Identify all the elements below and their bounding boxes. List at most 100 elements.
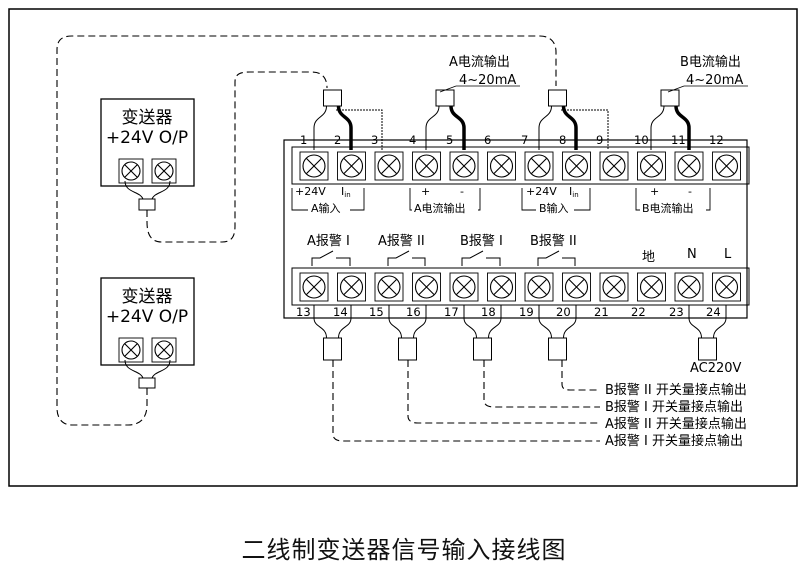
screw-head bbox=[564, 275, 589, 299]
screw-head bbox=[489, 154, 514, 178]
top-terminal-numbers: 1 2 3 4 5 6 7 8 9 10 11 12 bbox=[300, 133, 724, 147]
terminal-number: 14 bbox=[333, 305, 348, 319]
wire-a-alarm2 bbox=[407, 360, 600, 424]
screw-cross bbox=[418, 158, 435, 174]
alarm-label: B报警 I bbox=[460, 233, 503, 249]
bottom-screws bbox=[299, 272, 741, 302]
alarm-labels: A报警 I A报警 II B报警 I B报警 II 地 N L bbox=[307, 233, 732, 265]
screw-head bbox=[121, 161, 141, 181]
transmitter-title: 变送器 bbox=[122, 108, 173, 128]
alarm-label: A报警 I bbox=[307, 233, 350, 249]
terminal-number: 8 bbox=[559, 133, 566, 147]
screw-head bbox=[154, 161, 174, 181]
terminal-screw bbox=[374, 272, 404, 302]
terminal-number: 12 bbox=[709, 133, 724, 147]
jumper-wire bbox=[336, 109, 383, 150]
n-label: N bbox=[687, 247, 697, 262]
screw-cross bbox=[681, 158, 697, 174]
cable-lead-heavy bbox=[674, 105, 691, 150]
cable-lead bbox=[425, 105, 440, 150]
a-iin-main: I bbox=[341, 185, 344, 198]
a-plus24-label: +24V bbox=[295, 185, 326, 198]
screw-head bbox=[302, 275, 326, 299]
screw-cross bbox=[381, 279, 397, 295]
screw-housing bbox=[487, 272, 516, 302]
terminal-number: 15 bbox=[369, 305, 384, 319]
cable-lead bbox=[313, 105, 327, 150]
screw-head bbox=[677, 275, 701, 299]
screw-head bbox=[339, 275, 364, 299]
a-range-label: 4~20mA bbox=[459, 73, 516, 88]
cable-lead-heavy bbox=[561, 105, 578, 150]
bottom-cables bbox=[313, 305, 727, 361]
cable-lead bbox=[688, 305, 702, 339]
screw-cross bbox=[493, 158, 510, 174]
alarm-label: B报警 II bbox=[530, 233, 577, 249]
legend-item: A报警 II 开关量接点输出 bbox=[605, 416, 747, 432]
cable-lead bbox=[538, 105, 552, 150]
screw-head bbox=[714, 275, 739, 299]
label-leaders bbox=[439, 85, 685, 93]
screw-head bbox=[377, 154, 401, 178]
cable-gland bbox=[435, 89, 455, 107]
terminal-number: 22 bbox=[631, 305, 646, 319]
terminal-screw bbox=[637, 272, 666, 302]
terminal-number: 7 bbox=[521, 133, 528, 147]
transmitter-lead bbox=[124, 180, 171, 200]
b-iin-label: Iin bbox=[569, 185, 579, 199]
cable-lead bbox=[338, 305, 352, 339]
transmitter-box bbox=[100, 277, 195, 366]
a-minus-label: - bbox=[460, 185, 464, 198]
transmitter-screw bbox=[118, 337, 144, 363]
b-plus-label: + bbox=[650, 185, 659, 198]
cable-lead bbox=[713, 305, 727, 339]
legend-item: A报警 I 开关量接点输出 bbox=[605, 433, 743, 449]
cable-lead bbox=[488, 305, 502, 339]
screw-housing bbox=[412, 272, 441, 302]
wire-b-alarm2 bbox=[561, 360, 600, 391]
screw-housing bbox=[599, 272, 629, 302]
screw-housing bbox=[412, 151, 441, 181]
screw-cross bbox=[568, 158, 585, 174]
screw-housing bbox=[674, 272, 704, 302]
screw-housing bbox=[524, 151, 554, 181]
screw-cross bbox=[718, 158, 735, 174]
transmitter-2: 变送器 +24V O/P bbox=[100, 277, 195, 366]
screw-head bbox=[414, 154, 439, 178]
screw-head bbox=[452, 154, 476, 178]
terminal-screw bbox=[599, 272, 629, 302]
terminal-screw bbox=[374, 151, 404, 181]
b-output-label: B电流输出 bbox=[680, 54, 741, 70]
screw-housing bbox=[599, 151, 629, 181]
screw-cross bbox=[568, 279, 585, 295]
terminal-screw bbox=[562, 151, 591, 181]
screw-housing bbox=[712, 151, 741, 181]
terminal-number: 1 bbox=[300, 133, 307, 147]
b-current-label: B电流输出 bbox=[642, 201, 694, 215]
screw-cross bbox=[718, 279, 735, 295]
screw-housing bbox=[118, 337, 144, 363]
cable-gland bbox=[698, 337, 717, 361]
transmitter-screw bbox=[151, 337, 177, 363]
terminal-screw bbox=[524, 272, 554, 302]
screw-cross bbox=[606, 279, 622, 295]
top-function-labels: +24V Iin A输入 + - A电流输出 +24V Iin B输入 + - … bbox=[295, 185, 694, 215]
cable-lead bbox=[388, 305, 402, 339]
top-terminal-strip bbox=[291, 146, 750, 185]
screw-housing bbox=[151, 337, 177, 363]
terminal-number: 9 bbox=[596, 133, 603, 147]
terminal-screw bbox=[599, 151, 629, 181]
terminal-screw bbox=[712, 151, 741, 181]
b-iin-main: I bbox=[569, 185, 572, 198]
cable-gland bbox=[323, 89, 342, 107]
transmitter-1: 变送器 +24V O/P bbox=[100, 98, 195, 187]
cable-lead bbox=[313, 305, 327, 339]
terminal-screw bbox=[299, 151, 329, 181]
screw-cross bbox=[531, 279, 547, 295]
screw-housing bbox=[712, 272, 741, 302]
screw-housing bbox=[637, 151, 666, 181]
terminal-screw bbox=[674, 272, 704, 302]
cable-lead bbox=[538, 305, 552, 339]
terminal-number: 13 bbox=[296, 305, 311, 319]
relay-contacts bbox=[311, 250, 576, 266]
